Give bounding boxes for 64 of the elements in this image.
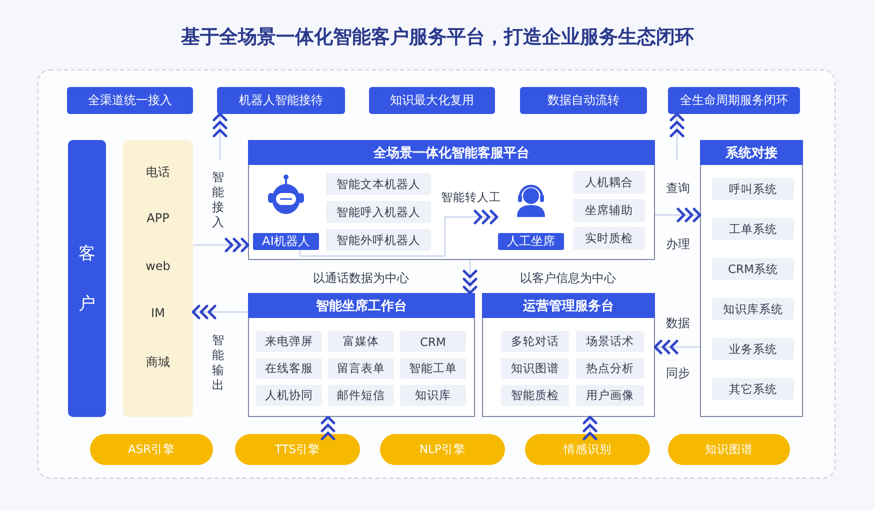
engine-pill: 情感识别 [525, 434, 650, 465]
feature-cell: 人机协同 [256, 385, 322, 406]
platform-panel [482, 293, 655, 417]
feature-box: 全渠道统一接入 [67, 87, 193, 114]
side-label: 同步 [666, 365, 690, 382]
feature-cell: 智能呼入机器人 [326, 201, 431, 223]
feature-cell: 工单系统 [712, 218, 794, 240]
feature-box: 全生命周期服务闭环 [668, 87, 800, 114]
platform-panel [700, 140, 803, 417]
feature-cell: 多轮对话 [501, 331, 569, 352]
side-label: 以客户信息为中心 [520, 270, 616, 287]
side-label: 智能接入 [212, 170, 225, 230]
side-label: 办理 [666, 236, 690, 253]
side-label: 数据 [666, 315, 690, 332]
panel-header: 全场景一体化智能客服平台 [248, 140, 655, 165]
title: 基于全场景一体化智能客户服务平台，打造企业服务生态闭环 [180, 25, 695, 50]
feature-cell: CRM系统 [712, 258, 794, 280]
feature-cell: 邮件短信 [328, 385, 394, 406]
feature-cell: 知识库 [400, 385, 466, 406]
feature-cell: CRM [400, 331, 466, 352]
edge-label: 智能转人工 [440, 190, 502, 205]
side-label: 智能输出 [212, 333, 225, 393]
name-badge: 人工坐席 [498, 233, 564, 250]
engine-pill: NLP引擎 [380, 434, 505, 465]
engine-pill: TTS引擎 [235, 434, 360, 465]
channel-label: web [144, 258, 172, 273]
panel-header: 系统对接 [700, 140, 803, 165]
feature-box: 知识最大化复用 [369, 87, 495, 114]
channel-label: 电话 [145, 164, 171, 181]
name-badge: AI机器人 [253, 233, 319, 250]
feature-cell: 实时质检 [573, 227, 645, 250]
feature-cell: 人机耦合 [573, 171, 645, 194]
feature-cell: 热点分析 [576, 358, 644, 379]
feature-cell: 智能工单 [400, 358, 466, 379]
feature-cell: 在线客服 [256, 358, 322, 379]
feature-cell: 其它系统 [712, 378, 794, 400]
customer-bar: 客户 [68, 140, 106, 417]
feature-cell: 坐席辅助 [573, 199, 645, 222]
feature-cell: 智能文本机器人 [326, 173, 431, 195]
feature-box: 数据自动流转 [520, 87, 647, 114]
feature-cell: 智能质检 [501, 385, 569, 406]
side-label: 查询 [666, 180, 690, 197]
engine-pill: ASR引擎 [90, 434, 213, 465]
feature-cell: 业务系统 [712, 338, 794, 360]
feature-cell: 场景话术 [576, 331, 644, 352]
feature-box: 机器人智能接待 [217, 87, 345, 114]
panel-header: 运营管理服务台 [482, 293, 655, 318]
channel-label: APP [146, 211, 170, 226]
platform-panel [248, 293, 475, 417]
feature-cell: 呼叫系统 [712, 178, 794, 200]
feature-cell: 知识库系统 [712, 298, 794, 320]
feature-cell: 智能外呼机器人 [326, 229, 431, 251]
channel-label: 商城 [145, 354, 171, 371]
platform-panel [248, 140, 655, 260]
feature-cell: 来电弹屏 [256, 331, 322, 352]
feature-cell: 富媒体 [328, 331, 394, 352]
feature-cell: 用户画像 [576, 385, 644, 406]
channel-panel [123, 140, 193, 417]
channel-label: IM [150, 306, 166, 320]
feature-cell: 知识图谱 [501, 358, 569, 379]
engine-pill: 知识图谱 [668, 434, 790, 465]
side-label: 以通话数据为中心 [313, 270, 409, 287]
panel-header: 智能坐席工作台 [248, 293, 475, 318]
feature-cell: 留言表单 [328, 358, 394, 379]
